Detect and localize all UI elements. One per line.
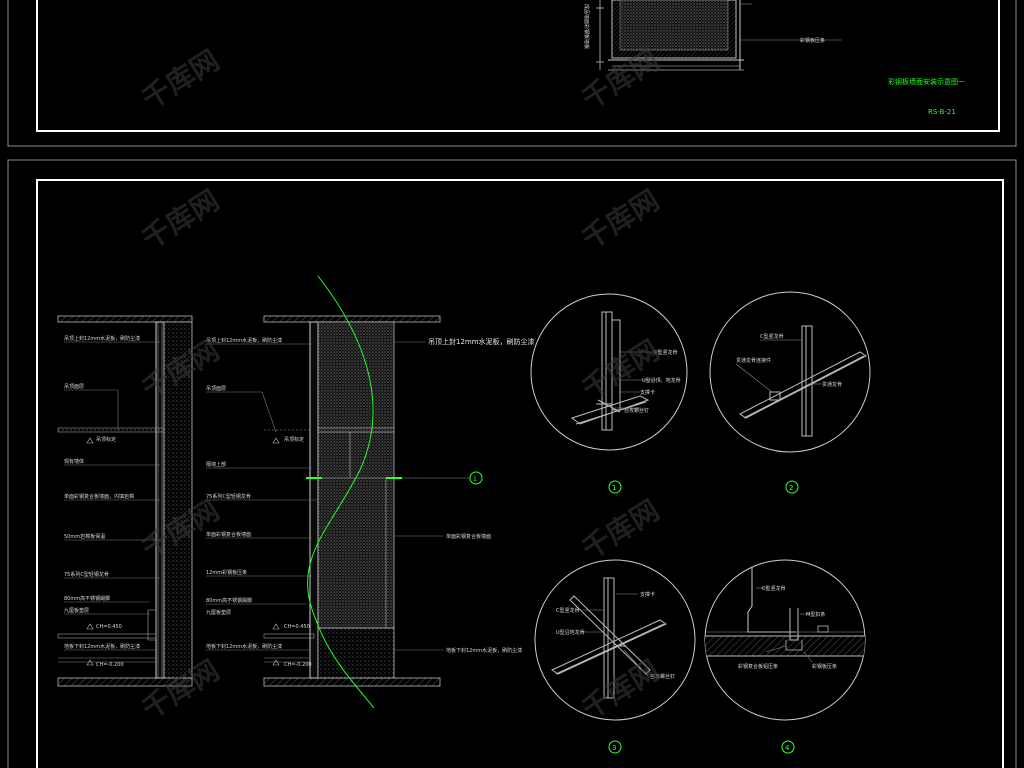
detail-1: C型竖龙骨 U型沿顶、地龙骨 支撑卡 自攻螺丝钉 1	[530, 293, 688, 494]
right-callout-bottom: 地板下封12mm水泥板，刷防尘漆	[446, 647, 522, 654]
detail-2: C型竖龙骨 贯通龙骨连接件 贯通龙骨 2	[709, 291, 871, 494]
left-wall-section	[57, 315, 193, 687]
detail-4: C型竖龙骨 M型扣条 彩钢复合板铝压条 彩钢板压条 4	[704, 559, 866, 754]
top-sheet: 彩钢板压条 成品墙面彩钢板墙板 彩钢板墙面安装示意图一 RS-B-21	[7, 0, 1017, 147]
main-sheet-outer-border	[7, 159, 1017, 768]
detail-2-number-circle	[785, 480, 799, 494]
right-label-2: 吊顶标定	[284, 436, 304, 443]
right-label-0: 吊顶上封12mm水泥板，刷防尘漆	[206, 337, 282, 344]
left-label-8: 九厘板垫层	[64, 607, 89, 614]
right-label-3: 隔墙上部	[206, 461, 226, 468]
right-callout-mid: 单面彩钢复合板墙面	[446, 533, 491, 540]
watermark-1: 千库网	[136, 43, 225, 116]
watermark-4: 千库网	[576, 183, 665, 256]
right-label-7: 80mm高不锈钢踢脚	[206, 597, 252, 604]
left-label-0: 吊顶上封12mm水泥板，刷防尘漆	[64, 335, 140, 342]
detail-1-label-3: 自攻螺丝钉	[624, 407, 649, 414]
left-label-9: CH=0.450	[96, 624, 122, 630]
right-label-8: 九厘板垫层	[206, 609, 231, 616]
detail-1-number-circle	[608, 480, 622, 494]
top-sheet-title: 彩钢板墙面安装示意图一	[888, 77, 965, 86]
left-label-11: CH=-0.200	[96, 662, 124, 668]
detail-3-label-2: U型沿地龙骨	[556, 629, 585, 636]
top-sheet-outer-border	[7, 0, 1017, 147]
section-marker	[469, 471, 483, 485]
top-sheet-code: RS-B-21	[928, 108, 956, 116]
right-label-10: 地板下封12mm水泥板，刷防尘漆	[206, 643, 282, 650]
break-line-curve	[307, 275, 375, 709]
right-callout-top: 吊顶上封12mm水泥板，刷防尘漆	[428, 337, 535, 346]
main-sheet	[7, 159, 1017, 768]
top-section-drawing	[596, 0, 842, 71]
detail-3-number-circle	[608, 740, 622, 754]
detail-2-number: 2	[789, 484, 793, 492]
detail-3-label-0: 支撑卡	[640, 591, 655, 598]
right-label-11: CH=-0.200	[284, 662, 312, 668]
detail-1-label-0: C型竖龙骨	[654, 349, 678, 356]
detail-1-number: 1	[612, 484, 616, 492]
detail-4-label-3: 彩钢板压条	[812, 663, 837, 670]
detail-1-label-1: U型沿顶、地龙骨	[642, 377, 681, 384]
detail-2-label-1: 贯通龙骨连接件	[736, 357, 771, 364]
right-wall-section: 1	[206, 275, 483, 709]
detail-3: 支撑卡 C型竖龙骨 U型沿地龙骨 自攻螺丝钉 3	[534, 559, 696, 754]
top-fill-panel	[619, 0, 729, 51]
detail-3-circle	[534, 559, 696, 721]
left-wall-body	[163, 321, 193, 679]
main-sheet-frame	[36, 179, 1004, 768]
section-marker-number: 1	[473, 476, 477, 483]
right-label-6: 12mm彩钢板压条	[206, 569, 247, 576]
right-section-labels: 吊顶上封12mm水泥板，刷防尘漆 吊顶面层 吊顶标定 隔墙上部 75系列C型轻钢…	[206, 337, 535, 668]
left-label-5: 50mm岩棉板保温	[64, 533, 105, 540]
left-section-labels: 吊顶上封12mm水泥板，刷防尘漆 吊顶面层 吊顶标定 现有墙体 单面彩钢复合板墙…	[64, 335, 140, 668]
right-label-5: 单面彩钢复合板墙面	[206, 531, 251, 538]
detail-2-label-2: 贯通龙骨	[822, 381, 842, 388]
left-label-3: 现有墙体	[64, 458, 84, 465]
detail-4-label-2: 彩钢复合板铝压条	[738, 663, 778, 670]
detail-1-label-2: 支撑卡	[640, 389, 655, 396]
top-sheet-frame	[36, 0, 1000, 132]
top-callout-label: 彩钢板压条	[800, 37, 825, 44]
detail-1-circle	[530, 293, 688, 451]
detail-4-label-0: C型竖龙骨	[762, 585, 786, 592]
right-wall-body	[317, 321, 395, 629]
left-label-4: 单面彩钢复合板墙面，内填岩棉	[64, 493, 134, 500]
left-label-10: 地板下封12mm水泥板，刷防尘漆	[64, 643, 140, 650]
detail-2-label-0: C型竖龙骨	[760, 333, 784, 340]
right-label-9: CH=0.450	[284, 624, 310, 630]
detail-4-number: 4	[785, 744, 790, 752]
watermark-10: 千库网	[576, 653, 665, 726]
top-vertical-note: 成品墙面彩钢板墙板	[583, 4, 590, 49]
detail-3-label-1: C型竖龙骨	[556, 607, 580, 614]
watermark-8: 千库网	[576, 493, 665, 566]
detail-3-number: 3	[612, 744, 616, 752]
detail-3-label-3: 自攻螺丝钉	[650, 673, 675, 680]
right-label-1: 吊顶面层	[206, 386, 226, 392]
left-label-2: 吊顶标定	[96, 436, 116, 443]
detail-4-number-circle	[781, 740, 795, 754]
detail-4-label-1: M型扣条	[806, 611, 825, 618]
left-label-1: 吊顶面层	[64, 384, 84, 390]
watermark-3: 千库网	[136, 183, 225, 256]
left-label-7: 80mm高不锈钢踢脚	[64, 595, 110, 602]
left-label-6: 75系列C型轻钢龙骨	[64, 571, 109, 578]
right-label-4: 75系列C型轻钢龙骨	[206, 493, 251, 500]
detail-2-circle	[709, 291, 871, 453]
